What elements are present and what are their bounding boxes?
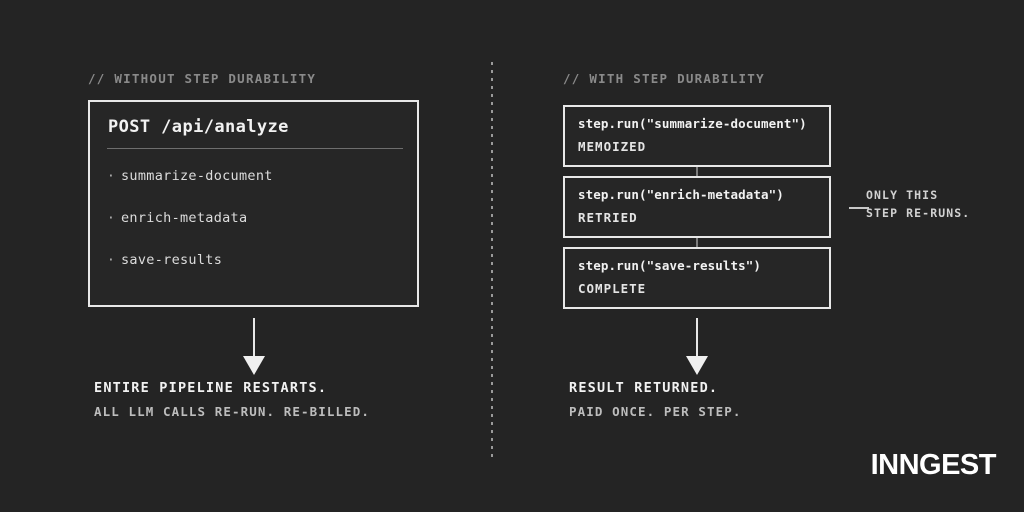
step-box-save-results: step.run("save-results") COMPLETE <box>563 247 831 309</box>
step-connector <box>696 238 698 247</box>
list-item-label: enrich-metadata <box>121 210 248 226</box>
bullet-icon: · <box>107 252 116 268</box>
list-item-label: summarize-document <box>121 168 273 184</box>
left-column-caption: ENTIRE PIPELINE RESTARTS. ALL LLM CALLS … <box>94 380 370 419</box>
arrow-head <box>686 356 708 375</box>
step-box-enrich-metadata: step.run("enrich-metadata") RETRIED <box>563 176 831 238</box>
step-connector <box>696 167 698 176</box>
right-caption-sub: PAID ONCE. PER STEP. <box>569 404 742 419</box>
step-call-label: step.run("summarize-document") <box>578 116 807 131</box>
card-divider-rule <box>107 148 403 149</box>
list-item: · save-results <box>107 246 403 274</box>
callout-leader-line <box>849 207 869 209</box>
status-badge: MEMOIZED <box>578 139 647 154</box>
list-item: · summarize-document <box>107 162 403 190</box>
callout-line-1: ONLY THIS <box>866 188 939 202</box>
pipeline-step-list: · summarize-document · enrich-metadata ·… <box>107 162 403 288</box>
arrow-shaft <box>253 318 255 360</box>
callout-line-2: STEP RE-RUNS. <box>866 206 971 220</box>
bullet-icon: · <box>107 210 116 226</box>
list-item: · enrich-metadata <box>107 204 403 232</box>
step-box-summarize-document: step.run("summarize-document") MEMOIZED <box>563 105 831 167</box>
arrow-head <box>243 356 265 375</box>
right-column-comment: // WITH STEP DURABILITY <box>563 71 765 86</box>
left-caption-sub: ALL LLM CALLS RE-RUN. RE-BILLED. <box>94 404 371 419</box>
step-call-label: step.run("save-results") <box>578 258 762 273</box>
right-column-caption: RESULT RETURNED. PAID ONCE. PER STEP. <box>569 380 742 419</box>
status-badge: COMPLETE <box>578 281 647 296</box>
left-caption-main: ENTIRE PIPELINE RESTARTS. <box>94 380 328 396</box>
left-column-comment: // WITHOUT STEP DURABILITY <box>88 71 317 86</box>
status-badge: RETRIED <box>578 210 638 225</box>
arrow-down-icon-left <box>243 318 265 375</box>
list-item-label: save-results <box>121 252 223 268</box>
arrow-shaft <box>696 318 698 360</box>
endpoint-title: POST /api/analyze <box>108 117 289 137</box>
inngest-logo: INNGEST <box>870 449 997 481</box>
bullet-icon: · <box>107 168 116 184</box>
column-divider <box>491 62 493 462</box>
monolithic-request-card: POST /api/analyze · summarize-document ·… <box>88 100 419 307</box>
retried-step-callout: ONLY THIS STEP RE-RUNS. <box>866 186 970 222</box>
step-call-label: step.run("enrich-metadata") <box>578 187 784 202</box>
right-caption-main: RESULT RETURNED. <box>569 380 719 396</box>
arrow-down-icon-right <box>686 318 708 375</box>
